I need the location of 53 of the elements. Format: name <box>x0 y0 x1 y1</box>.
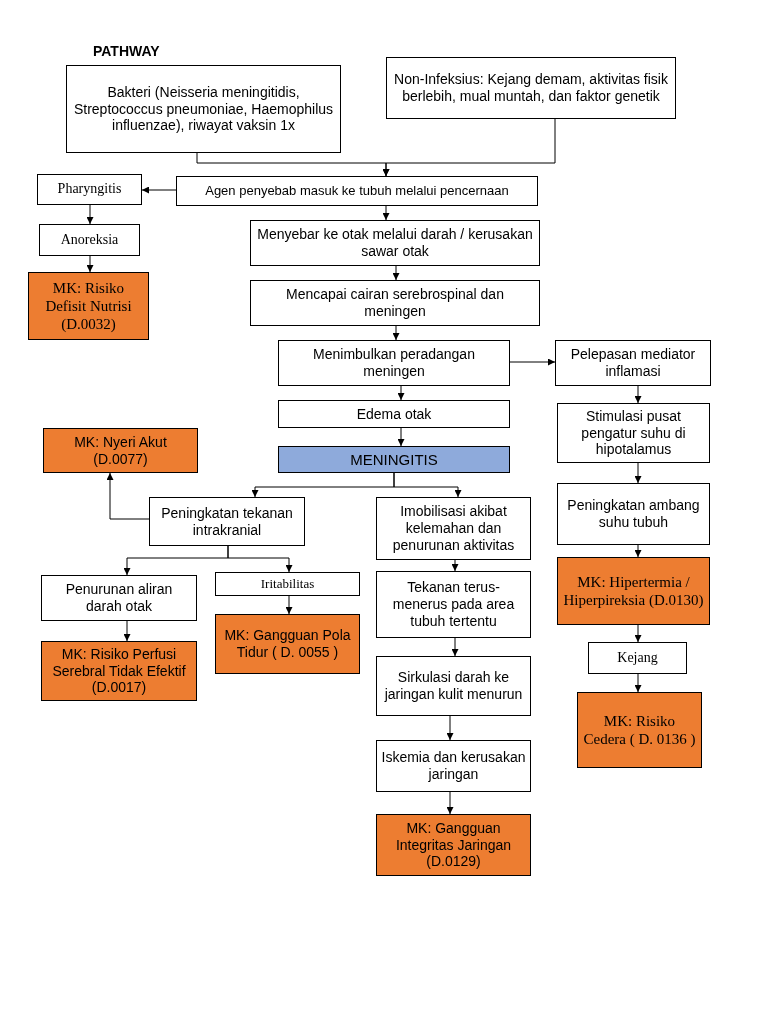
diagnosis-box: MK: Hipertermia / Hiperpireksia (D.0130) <box>557 557 710 625</box>
arrow <box>382 118 556 177</box>
arrow <box>446 715 454 741</box>
process-box: Agen penyebab masuk ke tubuh melalui pencernaan <box>176 176 538 206</box>
process-box: Kejang <box>588 642 687 674</box>
process-box: Edema otak <box>278 400 510 428</box>
process-box: Peningkatan tekanan intrakranial <box>149 497 305 546</box>
process-box: Menyebar ke otak melalui darah / kerusakan sawar otak <box>250 220 540 266</box>
process-box: Non-Infeksius: Kejang demam, aktivitas fisik berlebih, mual muntah, dan faktor genetik <box>386 57 676 119</box>
diagnosis-box: MK: Risiko Defisit Nutrisi (D.0032) <box>28 272 149 340</box>
arrow <box>393 472 462 498</box>
arrow <box>397 385 405 401</box>
diagnosis-box: MK: Gangguan Pola Tidur ( D. 0055 ) <box>215 614 360 674</box>
process-box: Penurunan aliran darah otak <box>41 575 197 621</box>
process-box: Tekanan terus-menerus pada area tubuh tertentu <box>376 571 531 638</box>
process-box: Mencapai cairan serebrospinal dan meningen <box>250 280 540 326</box>
arrow <box>451 559 459 572</box>
process-box: Sirkulasi darah ke jaringan kulit menurun <box>376 656 531 716</box>
diagnosis-box: MK: Nyeri Akut (D.0077) <box>43 428 198 473</box>
central-box: MENINGITIS <box>278 446 510 473</box>
process-box: Iritabilitas <box>215 572 360 596</box>
arrow <box>86 204 94 225</box>
arrow <box>123 620 131 642</box>
arrow <box>392 265 400 281</box>
process-box: Bakteri (Neisseria meningitidis, Streptococcus pneumoniae, Haemophilus influenzae), riwayat vaksin 1x <box>66 65 341 153</box>
diagnosis-box: MK: Risiko Cedera ( D. 0136 ) <box>577 692 702 768</box>
process-box: Imobilisasi akibat kelemahan dan penurunan aktivitas <box>376 497 531 560</box>
process-box: Menimbulkan peradangan meningen <box>278 340 510 386</box>
arrow <box>397 427 405 447</box>
process-box: Anoreksia <box>39 224 140 256</box>
process-box: Pelepasan mediator inflamasi <box>555 340 711 386</box>
arrow <box>86 255 94 273</box>
process-box: Stimulasi pusat pengatur suhu di hipotalamus <box>557 403 710 463</box>
arrow <box>634 624 642 643</box>
arrow <box>106 472 150 520</box>
diagnosis-box: MK: Risiko Perfusi Serebral Tidak Efektif (D.0017) <box>41 641 197 701</box>
process-box: Pharyngitis <box>37 174 142 205</box>
arrow <box>509 358 556 366</box>
diagnosis-box: MK: Gangguan Integritas Jaringan (D.0129) <box>376 814 531 876</box>
arrow <box>634 385 642 404</box>
arrow <box>451 637 459 657</box>
process-box: Iskemia dan kerusakan jaringan <box>376 740 531 792</box>
arrow <box>446 791 454 815</box>
arrow <box>227 545 293 573</box>
arrow <box>285 595 293 615</box>
arrow <box>382 205 390 221</box>
arrow <box>634 673 642 693</box>
arrow <box>634 462 642 484</box>
process-box: Peningkatan ambang suhu tubuh <box>557 483 710 545</box>
diagram-title: PATHWAY <box>93 43 160 59</box>
arrow <box>634 544 642 558</box>
arrow <box>141 186 177 194</box>
arrow <box>392 325 400 341</box>
